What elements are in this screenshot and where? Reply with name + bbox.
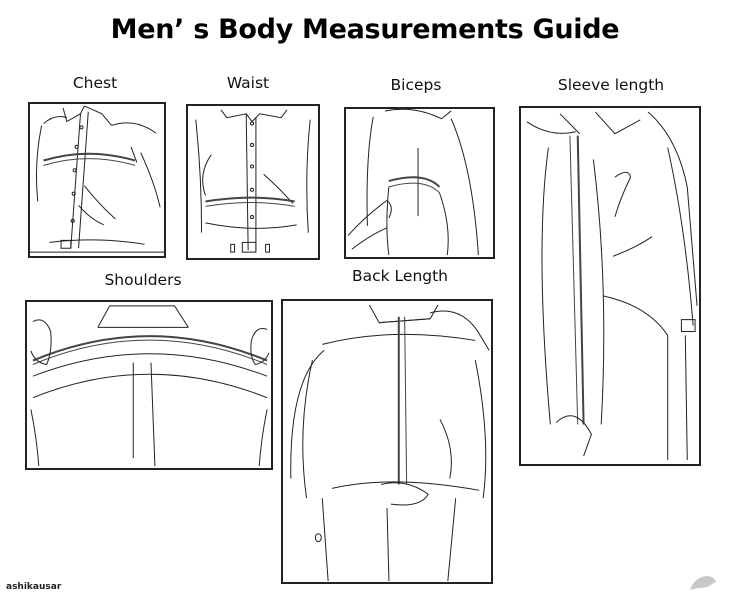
sleeve-length-illustration (519, 106, 701, 466)
waist-label: Waist (226, 74, 270, 92)
shoulders-label: Shoulders (104, 271, 182, 289)
sleeve-length-label: Sleeve length (557, 76, 665, 94)
shoulders-illustration (25, 300, 273, 470)
back-length-label: Back Length (351, 267, 449, 285)
back-length-illustration (281, 299, 493, 584)
page-title: Men’ s Body Measurements Guide (110, 14, 620, 45)
chest-illustration (28, 102, 166, 258)
credit-text: ashikausar (6, 582, 62, 592)
biceps-label: Biceps (390, 76, 442, 94)
bird-logo-icon (688, 572, 718, 592)
biceps-illustration (344, 107, 495, 259)
chest-label: Chest (72, 74, 118, 92)
waist-illustration (186, 104, 320, 260)
